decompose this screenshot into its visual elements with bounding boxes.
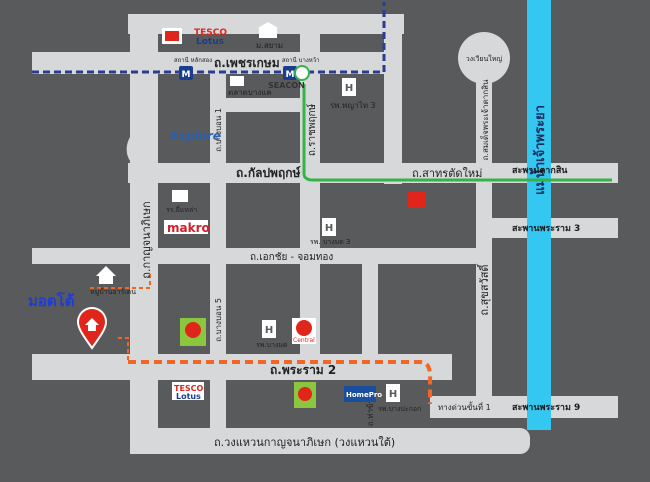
hospital-icon-bangmod: H: [262, 320, 276, 338]
road-wongwian-vert: [476, 60, 492, 410]
lotus-top-text: Lotus: [196, 37, 224, 47]
central-logo: [292, 318, 316, 344]
big-c-top-logo: [162, 28, 182, 44]
tesco-top-text: TESCO: [194, 28, 227, 38]
market-icon: [230, 76, 244, 86]
route-link-village: [90, 274, 151, 289]
road-ring: [130, 428, 530, 454]
central-text: Central: [293, 337, 315, 344]
home-food-icon: [408, 192, 426, 208]
chao-phraya-label: แม่น้ำเจ้าพระยา: [529, 105, 548, 195]
mrt-station-icon-1: M: [179, 66, 193, 80]
seacon-label: SEACON: [268, 81, 305, 90]
road-label-sathorn: ถ.สาทรตัดใหม่: [412, 167, 482, 180]
village-icon: [96, 266, 116, 284]
road-label-phetkasem: ถ.เพชรเกษม: [214, 56, 280, 70]
bangmod-hosp-label: รพ.บางมด: [256, 341, 288, 349]
mrt-station-icon-2: M: [283, 66, 297, 80]
road-rama3-east: [492, 218, 618, 238]
svg-text:H: H: [325, 223, 333, 234]
big-c-logo-1: [180, 318, 206, 346]
roundabout: [458, 32, 510, 84]
road-label-sukhumvit: ถ.สุขสวัสดิ์: [476, 263, 491, 316]
hospital-icon-bottom: H: [386, 384, 400, 402]
siam-uni-label: ม.สยาม: [256, 41, 283, 50]
big-c-logo-2: [294, 382, 316, 408]
svg-text:H: H: [345, 83, 353, 94]
phyathai3-label: รพ.พญาไท 3: [330, 101, 376, 110]
road-label-bangbon1: ถ.บางบอน 1: [214, 108, 223, 152]
road-bangbon1: [210, 74, 226, 430]
bts-line: [302, 84, 612, 182]
road-label-ekkachai: ถ.เอกชัย - จอมทอง: [250, 252, 333, 263]
bridge-rama3-label: สะพานพระราม 3: [512, 224, 580, 234]
road-east-upper: [384, 14, 402, 184]
wongwian-yai-label: วงเวียนใหญ่: [466, 54, 503, 63]
svg-text:H: H: [265, 325, 273, 336]
school-label: รร.ยี่แหล่า: [166, 205, 197, 214]
road-rama2: [32, 354, 452, 380]
hospital-bottom-label: รพ.บางปะกอก: [378, 405, 421, 413]
road-label-kanchanaphisek: ถ.กาญจนาภิเษก: [140, 201, 153, 278]
road-label-kanlapaphruek: ถ.กัลปพฤกษ์: [236, 166, 301, 180]
road-network: [32, 14, 618, 454]
bts-lak-song-label: สถานี หลักสอง: [174, 56, 212, 64]
university-icon: [258, 22, 278, 38]
talat-bang-khae-label: ตลาดบางแค: [228, 88, 272, 97]
road-label-tha-kham: ถ.ท่าข้าม: [366, 394, 375, 426]
lotus-bottom-text: Lotus: [176, 392, 201, 401]
homepro-logo: HomePro: [346, 391, 382, 399]
makro-logo: makro: [167, 221, 210, 235]
hospital-icon-phyathai: H: [342, 78, 356, 96]
route-line: [128, 360, 433, 404]
road-tha-kham: [362, 264, 378, 354]
bts-bang-wa-label: สถานี บางหว้า: [282, 56, 319, 64]
home-label: มอตโต้: [28, 291, 74, 310]
road-kanlapaphruek: [128, 163, 618, 183]
bts-station-icon: [294, 65, 310, 81]
road-label-somdet: ถ.สมเด็จพระเจ้าตากสิน: [480, 79, 490, 160]
bridge-taksin-label: สะพานตากสิน: [512, 165, 568, 176]
school-icon: [172, 190, 188, 202]
road-label-rama2: ถ.พระราม 2: [270, 363, 336, 377]
tesco-bottom-bg: [172, 382, 204, 400]
road-label-bangbon5: ถ.บางบอน 5: [214, 298, 223, 342]
road-label-ratchaphruek: ถ.ราชพฤกษ์: [306, 103, 318, 156]
road-label-ring: ถ.วงแหวนกาญจนาภิเษก (วงแหวนใต้): [214, 436, 395, 449]
explore-logo: Explore: [170, 129, 221, 143]
bridge-rama9-label: สะพานพระราม 9: [512, 403, 580, 413]
location-pin-icon: [76, 307, 108, 350]
chao-phraya-river: [527, 0, 551, 430]
mrt-line: [32, 2, 386, 74]
svg-text:H: H: [389, 389, 397, 400]
tesco-bottom-text: TESCO: [174, 384, 204, 393]
hospital-icon-bangmod3: H: [322, 218, 336, 236]
homepro-bg: [344, 386, 376, 402]
village-label: หมู่บ้านอาร์เดน: [90, 288, 136, 296]
road-mid-short: [210, 98, 300, 112]
svg-text:M: M: [182, 70, 191, 80]
interchange-icon: [126, 126, 159, 178]
route-link-home: [118, 337, 129, 362]
road-kanchanaphisek: [130, 14, 158, 454]
makro-bg: [164, 220, 208, 234]
bangmod3-label: รพ. บางมด 3: [310, 238, 350, 246]
expressway-label: ทางด่วนขั้นที่ 1: [438, 401, 491, 412]
road-labels: ถ.เพชรเกษม ถ.กัลปพฤกษ์ ถ.เอกชัย - จอมทอง…: [140, 56, 491, 449]
svg-text:M: M: [286, 70, 295, 80]
